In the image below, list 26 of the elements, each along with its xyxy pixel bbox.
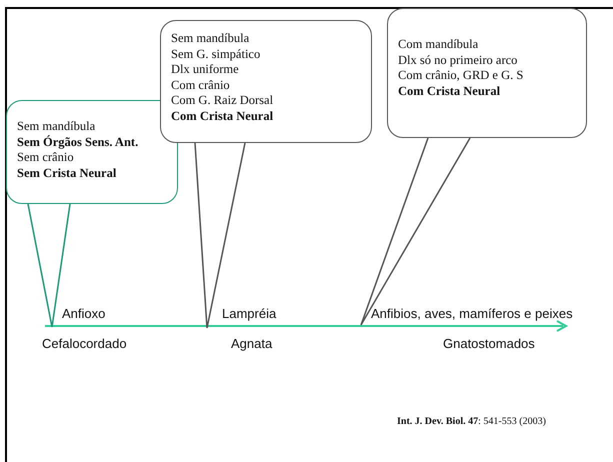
bubble-text: Com crânio, GRD e G. S bbox=[398, 68, 524, 84]
bubble-text: Sem crânio bbox=[17, 150, 75, 166]
speech-bubble bbox=[160, 20, 372, 143]
bubble-text: Dlx uniforme bbox=[171, 62, 240, 78]
bubble-text: Com crânio bbox=[171, 78, 231, 93]
citation-text: Int. J. Dev. Biol. 47: 541-553 (2003) bbox=[397, 416, 546, 427]
bubble-text: Sem Crista Neural bbox=[17, 166, 118, 181]
bubble-text: Com Crista Neural bbox=[171, 108, 274, 124]
group-label: Cefalocordado bbox=[42, 336, 127, 351]
group-label: Gnatostomados bbox=[443, 336, 535, 351]
species-label: Anfibios, aves, mamíferos e peixes bbox=[371, 306, 573, 321]
species-label: Lampréia bbox=[222, 306, 276, 321]
bubble-text: Sem G. simpático bbox=[171, 46, 262, 62]
bubble-tail bbox=[360, 138, 471, 326]
bubble-tail bbox=[194, 142, 246, 329]
bubble-text: Com G. Raiz Dorsal bbox=[171, 93, 274, 108]
group-label: Agnata bbox=[231, 336, 272, 351]
species-label: Anfioxo bbox=[62, 306, 106, 321]
bubble-text: Com Crista Neural bbox=[398, 84, 502, 99]
bubble-text: Sem mandíbula bbox=[17, 119, 96, 134]
bubble-tail bbox=[27, 204, 71, 328]
bubble-text: Com mandíbula bbox=[398, 37, 480, 52]
bubble-text: Sem Órgãos Sens. Ant. bbox=[17, 134, 140, 150]
speech-bubble bbox=[387, 8, 587, 138]
bubble-text: Sem mandíbula bbox=[171, 31, 250, 46]
bubble-text: Dlx só no primeiro arco bbox=[398, 52, 518, 68]
